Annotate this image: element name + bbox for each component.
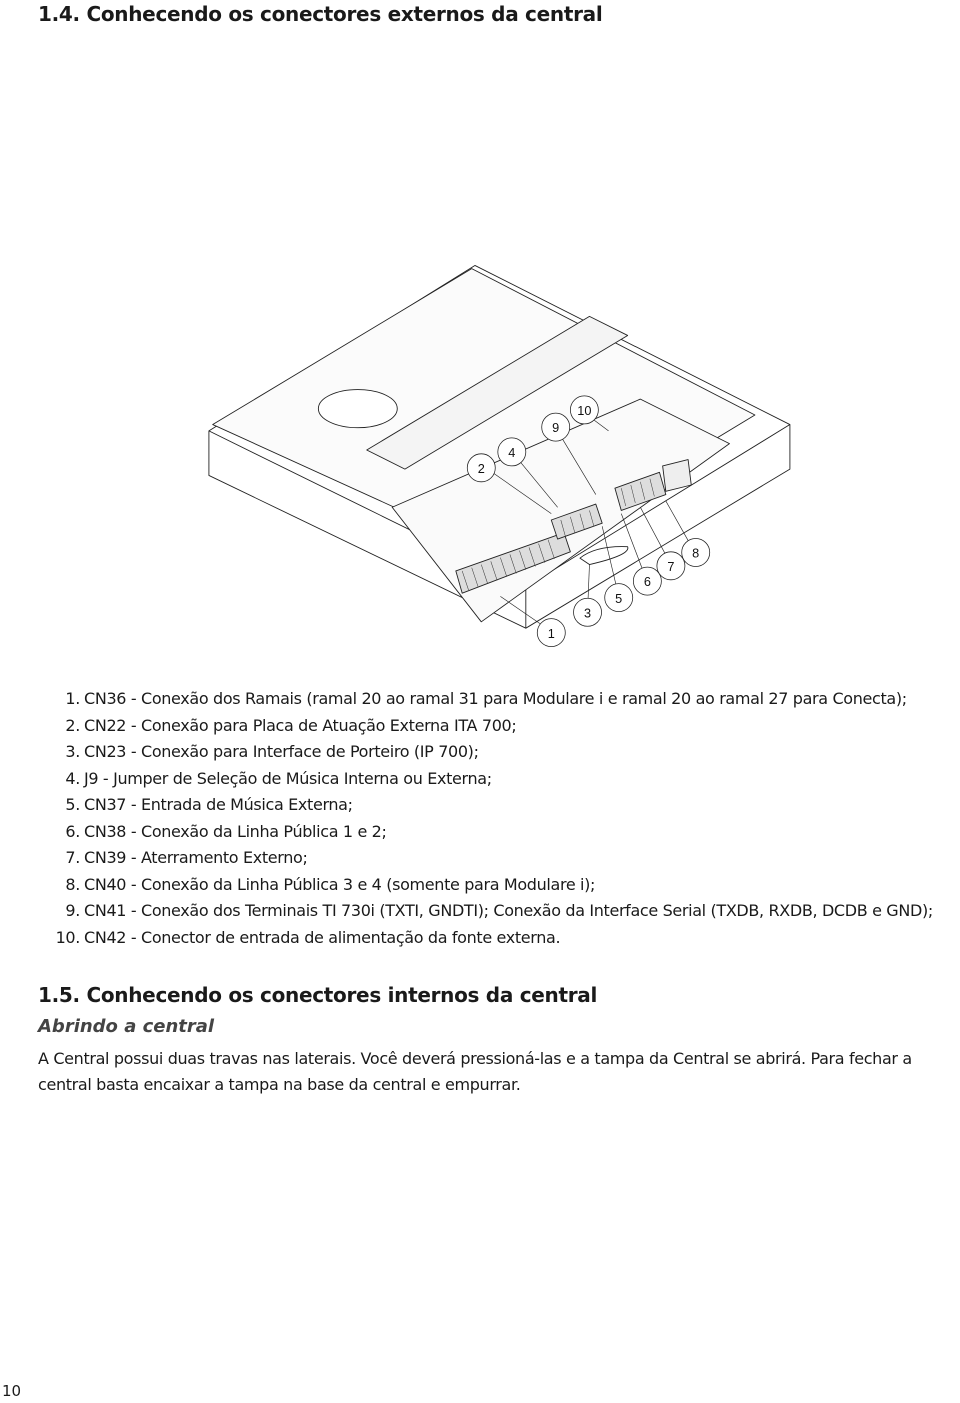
legend-item: 4.J9 - Jumper de Seleção de Música Inter… (40, 766, 940, 793)
connector-legend: 1.CN36 - Conexão dos Ramais (ramal 20 ao… (40, 686, 940, 951)
legend-number: 4. (65, 768, 80, 788)
callout-label-8: 8 (692, 546, 699, 561)
body-paragraph: A Central possui duas travas nas laterai… (38, 1049, 912, 1094)
legend-text: CN39 - Aterramento Externo; (84, 848, 308, 867)
callout-label-5: 5 (615, 591, 622, 606)
callout-label-3: 3 (584, 605, 591, 620)
callout-label-2: 2 (478, 461, 485, 476)
legend-text: CN36 - Conexão dos Ramais (ramal 20 ao r… (84, 689, 907, 708)
legend-text: CN41 - Conexão dos Terminais TI 730i (TX… (84, 901, 933, 920)
legend-number: 9. (65, 901, 80, 920)
legend-number: 3. (65, 742, 80, 761)
callout-marker-3 (573, 597, 602, 627)
callout-markers (466, 395, 711, 648)
legend-number: 8. (65, 874, 80, 894)
callout-marker-10 (569, 395, 599, 425)
callout-marker-6 (632, 566, 662, 596)
callout-numbers: 1 2 3 4 5 6 7 8 9 10 (478, 403, 700, 641)
legend-text: CN23 - Conexão para Interface de Porteir… (84, 742, 479, 761)
legend-text: CN40 - Conexão da Linha Pública 3 e 4 (s… (84, 874, 596, 894)
callout-marker-9 (541, 412, 571, 442)
legend-number: 10. (55, 927, 81, 947)
legend-text: CN38 - Conexão da Linha Pública 1 e 2; (84, 821, 387, 841)
legend-item: 5.CN37 - Entrada de Música Externa; (40, 792, 940, 819)
callout-marker-2 (466, 453, 496, 483)
callout-marker-4 (497, 437, 527, 467)
legend-item: 8.CN40 - Conexão da Linha Pública 3 e 4 … (40, 872, 940, 899)
callout-label-10: 10 (577, 403, 591, 418)
central-device-figure: 1 2 3 4 5 6 7 8 9 10 (38, 240, 960, 660)
legend-text: J9 - Jumper de Seleção de Música Interna… (84, 768, 492, 788)
callout-label-9: 9 (552, 420, 559, 435)
page-number: 10 (2, 1382, 22, 1400)
callout-marker-8 (681, 538, 711, 567)
legend-number: 6. (65, 821, 80, 841)
legend-text: CN37 - Entrada de Música Externa; (84, 795, 353, 814)
section-subtitle: Abrindo a central (38, 1016, 215, 1037)
legend-number: 1. (65, 689, 80, 708)
callout-label-7: 7 (667, 559, 674, 574)
callout-label-6: 6 (644, 574, 651, 589)
connector-pins (461, 478, 655, 591)
callout-marker-5 (604, 583, 634, 613)
callout-label-4: 4 (508, 445, 515, 460)
legend-item: 1.CN36 - Conexão dos Ramais (ramal 20 ao… (40, 686, 940, 713)
legend-item: 3.CN23 - Conexão para Interface de Porte… (40, 739, 940, 766)
legend-number: 2. (65, 715, 80, 735)
legend-item: 6.CN38 - Conexão da Linha Pública 1 e 2; (40, 819, 940, 846)
section-title: 1.4. Conhecendo os conectores externos d… (38, 2, 603, 26)
section-title: 1.5. Conhecendo os conectores internos d… (38, 983, 598, 1007)
legend-item: 9.CN41 - Conexão dos Terminais TI 730i (… (40, 898, 940, 925)
legend-item: 10.CN42 - Conector de entrada de aliment… (40, 925, 940, 952)
legend-text: CN22 - Conexão para Placa de Atuação Ext… (84, 715, 517, 735)
legend-number: 7. (65, 848, 80, 867)
legend-number: 5. (65, 795, 80, 814)
callout-marker-7 (656, 551, 686, 581)
callout-marker-1 (536, 618, 566, 648)
callout-label-1: 1 (548, 626, 555, 641)
callout-leaders (487, 411, 695, 632)
legend-item: 7.CN39 - Aterramento Externo; (40, 845, 940, 872)
legend-text: CN42 - Conector de entrada de alimentaçã… (84, 927, 561, 947)
legend-item: 2.CN22 - Conexão para Placa de Atuação E… (40, 713, 940, 740)
